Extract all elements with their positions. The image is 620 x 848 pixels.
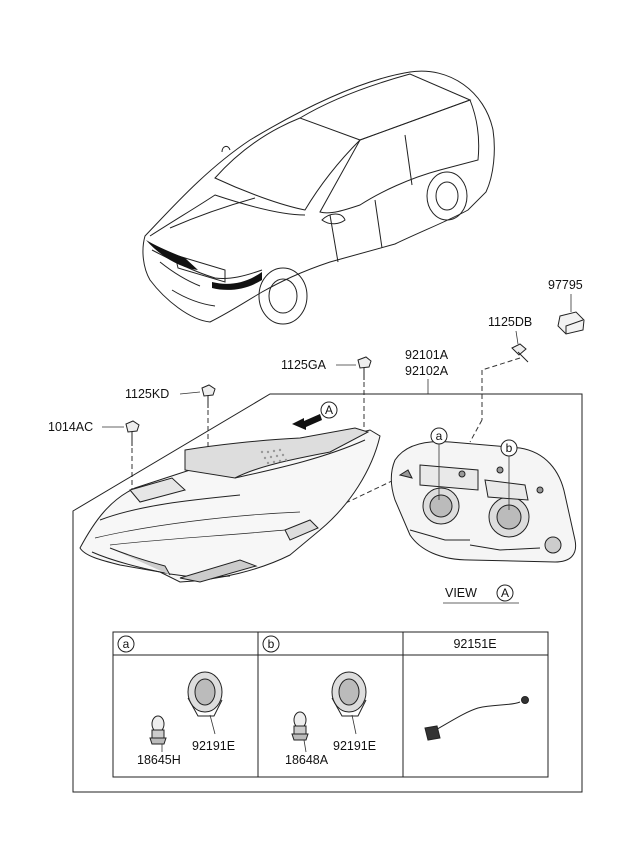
part-92102A-label: 92102A: [405, 364, 449, 378]
view-label: VIEW: [445, 586, 477, 600]
socket-icon: [331, 671, 367, 717]
leader-bulb-b: [303, 739, 307, 753]
bolt-icon: [125, 420, 140, 446]
view-letter: A: [501, 586, 509, 600]
socket-icon: [187, 671, 223, 717]
bulb-icon: [291, 711, 309, 741]
part-1125KD-label: 1125KD: [125, 387, 169, 401]
socket-b-label: 92191E: [333, 739, 376, 753]
table-header-b: b: [268, 637, 275, 651]
leader-socket-a: [209, 714, 216, 735]
view-marker-letter: A: [325, 403, 333, 417]
part-1014AC-label: 1014AC: [48, 420, 93, 434]
table-header-92151E: 92151E: [453, 637, 496, 651]
part-97795-label: 97795: [548, 278, 583, 292]
leader-socket-b: [351, 714, 357, 735]
part-92101A-label: 92101A: [405, 348, 449, 362]
table-header-b-circle: [262, 635, 280, 653]
bulb-b-label: 18648A: [285, 753, 329, 767]
dash-leader-1125DB-3: [469, 419, 483, 443]
bulb-a-label: 18645H: [137, 753, 181, 767]
headlamp-assembly-icon: [79, 427, 381, 583]
parts-table: [112, 631, 549, 778]
part-1125DB-label: 1125DB: [488, 315, 532, 329]
assembly-frame: [72, 393, 583, 793]
sedan-vehicle-icon: [142, 70, 495, 325]
bulb-icon: [149, 715, 167, 745]
arrow-icon: [292, 414, 322, 430]
socket-a-label: 92191E: [192, 739, 235, 753]
table-header-a: a: [123, 637, 130, 651]
headlamp-rear-view-icon: [390, 441, 577, 563]
table-header-a-circle: [117, 635, 135, 653]
car-headlamp-highlight-right: [212, 272, 262, 290]
leader-1125DB: [515, 330, 519, 345]
wiring-harness-icon: [424, 696, 529, 741]
bulb-a-marker: a: [436, 429, 443, 443]
bolt-icon: [357, 356, 372, 380]
bulb-b-marker: b: [506, 441, 513, 455]
bolt-icon: [511, 343, 529, 363]
dash-leader-1125DB: [481, 357, 521, 371]
part-1125GA-label: 1125GA: [281, 358, 327, 372]
bolt-icon: [201, 384, 216, 408]
view-letter-circle: [496, 584, 514, 602]
view-marker-circle: [320, 401, 338, 419]
leader-1125KD: [179, 391, 201, 395]
bracket-icon: [557, 311, 585, 335]
car-headlamp-highlight: [146, 240, 198, 270]
